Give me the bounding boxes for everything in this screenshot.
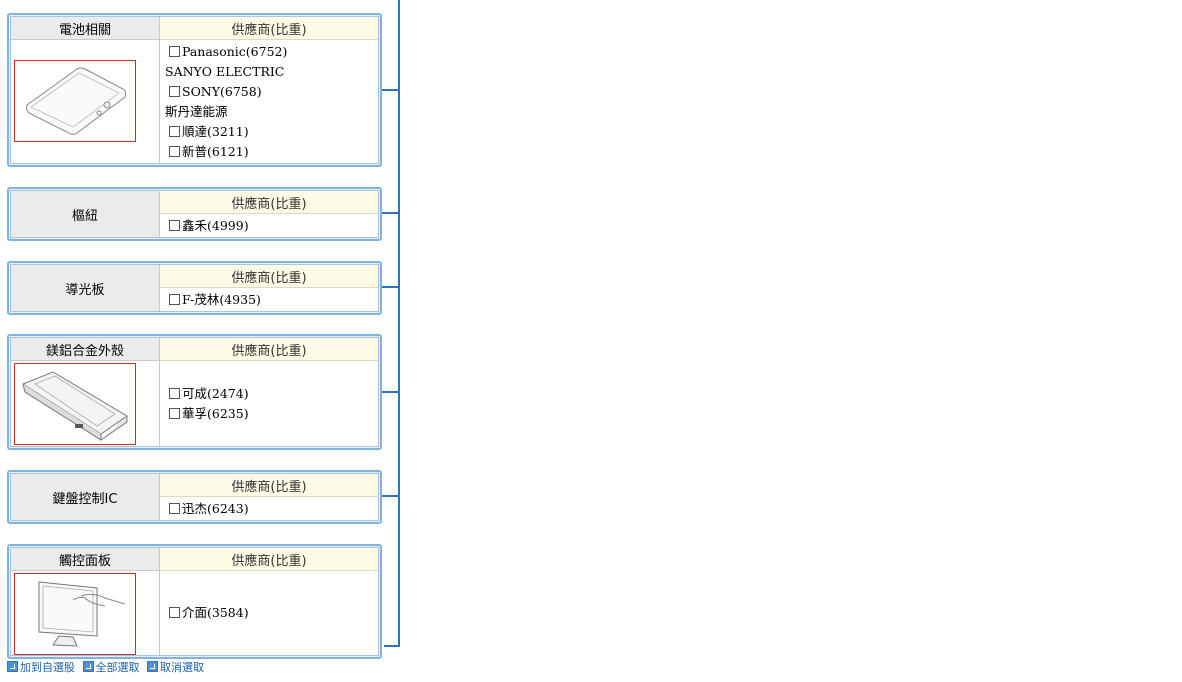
- category-title: 電池相關: [11, 17, 160, 40]
- connector-branch: [380, 391, 399, 393]
- checkbox[interactable]: [169, 86, 180, 97]
- connector-branch: [380, 286, 399, 288]
- checkbox[interactable]: [169, 503, 180, 514]
- supplier-header: 供應商(比重): [160, 474, 378, 497]
- group-touch-panel: 觸控面板 供應商(比重) 介面(3584): [7, 544, 382, 659]
- supplier-item[interactable]: 可成(2474): [165, 384, 378, 404]
- checkbox[interactable]: [169, 294, 180, 305]
- category-title: 導光板: [11, 265, 160, 311]
- supplier-header: 供應商(比重): [160, 265, 378, 288]
- supplier-item: SANYO ELECTRIC: [165, 64, 285, 79]
- arrow-icon: [147, 661, 158, 672]
- supplier-item[interactable]: 介面(3584): [165, 603, 378, 623]
- group-keyboard-ic: 鍵盤控制IC 供應商(比重) 迅杰(6243): [7, 470, 382, 524]
- connector-bottom: [384, 645, 400, 647]
- group-mg-al-casing: 鎂鋁合金外殼 供應商(比重) 可成(2474) 華孚(6235): [7, 334, 382, 450]
- supplier-item: 斯丹達能源: [165, 104, 228, 119]
- category-title: 樞紐: [11, 191, 160, 237]
- supplier-item[interactable]: F-茂林(4935): [165, 290, 378, 310]
- supplier-item[interactable]: 華孚(6235): [165, 404, 378, 424]
- supplier-item[interactable]: SONY(6758): [165, 82, 378, 102]
- arrow-icon: [82, 661, 94, 672]
- add-watchlist-link[interactable]: 加到自選股: [7, 661, 75, 674]
- checkbox[interactable]: [169, 146, 180, 157]
- supplier-item[interactable]: Panasonic(6752): [165, 42, 378, 62]
- group-battery: 電池相關 供應商(比重) Panasonic(6752) SANYO ELECT…: [7, 13, 382, 167]
- connector-branch: [380, 212, 399, 214]
- casing-image: [14, 363, 136, 445]
- supplier-item[interactable]: 鑫禾(4999): [165, 216, 378, 236]
- supplier-item[interactable]: 順達(3211): [165, 122, 378, 142]
- battery-image: [14, 60, 136, 142]
- group-light-guide: 導光板 供應商(比重) F-茂林(4935): [7, 261, 382, 315]
- arrow-icon: [7, 661, 18, 672]
- touch-panel-image: [14, 573, 136, 655]
- deselect-link[interactable]: 取消選取: [147, 661, 204, 674]
- checkbox[interactable]: [169, 387, 180, 399]
- checkbox[interactable]: [169, 46, 180, 57]
- checkbox[interactable]: [169, 220, 180, 231]
- checkbox[interactable]: [169, 126, 180, 137]
- category-title: 鍵盤控制IC: [11, 474, 160, 520]
- footer-actions: 加到自選股 全部選取 取消選取: [7, 659, 208, 675]
- supplier-header: 供應商(比重): [160, 191, 378, 214]
- supplier-item[interactable]: 新普(6121): [165, 142, 378, 162]
- select-all-link[interactable]: 全部選取: [82, 661, 140, 674]
- category-title: 觸控面板: [11, 548, 160, 571]
- supplier-header: 供應商(比重): [160, 338, 378, 361]
- connector-branch: [380, 89, 399, 91]
- connector-branch: [380, 495, 399, 497]
- checkbox[interactable]: [169, 607, 180, 618]
- checkbox[interactable]: [169, 407, 180, 419]
- supplier-header: 供應商(比重): [160, 548, 378, 571]
- connector-trunk: [398, 0, 400, 647]
- supplier-header: 供應商(比重): [160, 17, 378, 40]
- supplier-item[interactable]: 迅杰(6243): [165, 499, 378, 519]
- category-title: 鎂鋁合金外殼: [11, 338, 160, 361]
- group-hinge: 樞紐 供應商(比重) 鑫禾(4999): [7, 187, 382, 241]
